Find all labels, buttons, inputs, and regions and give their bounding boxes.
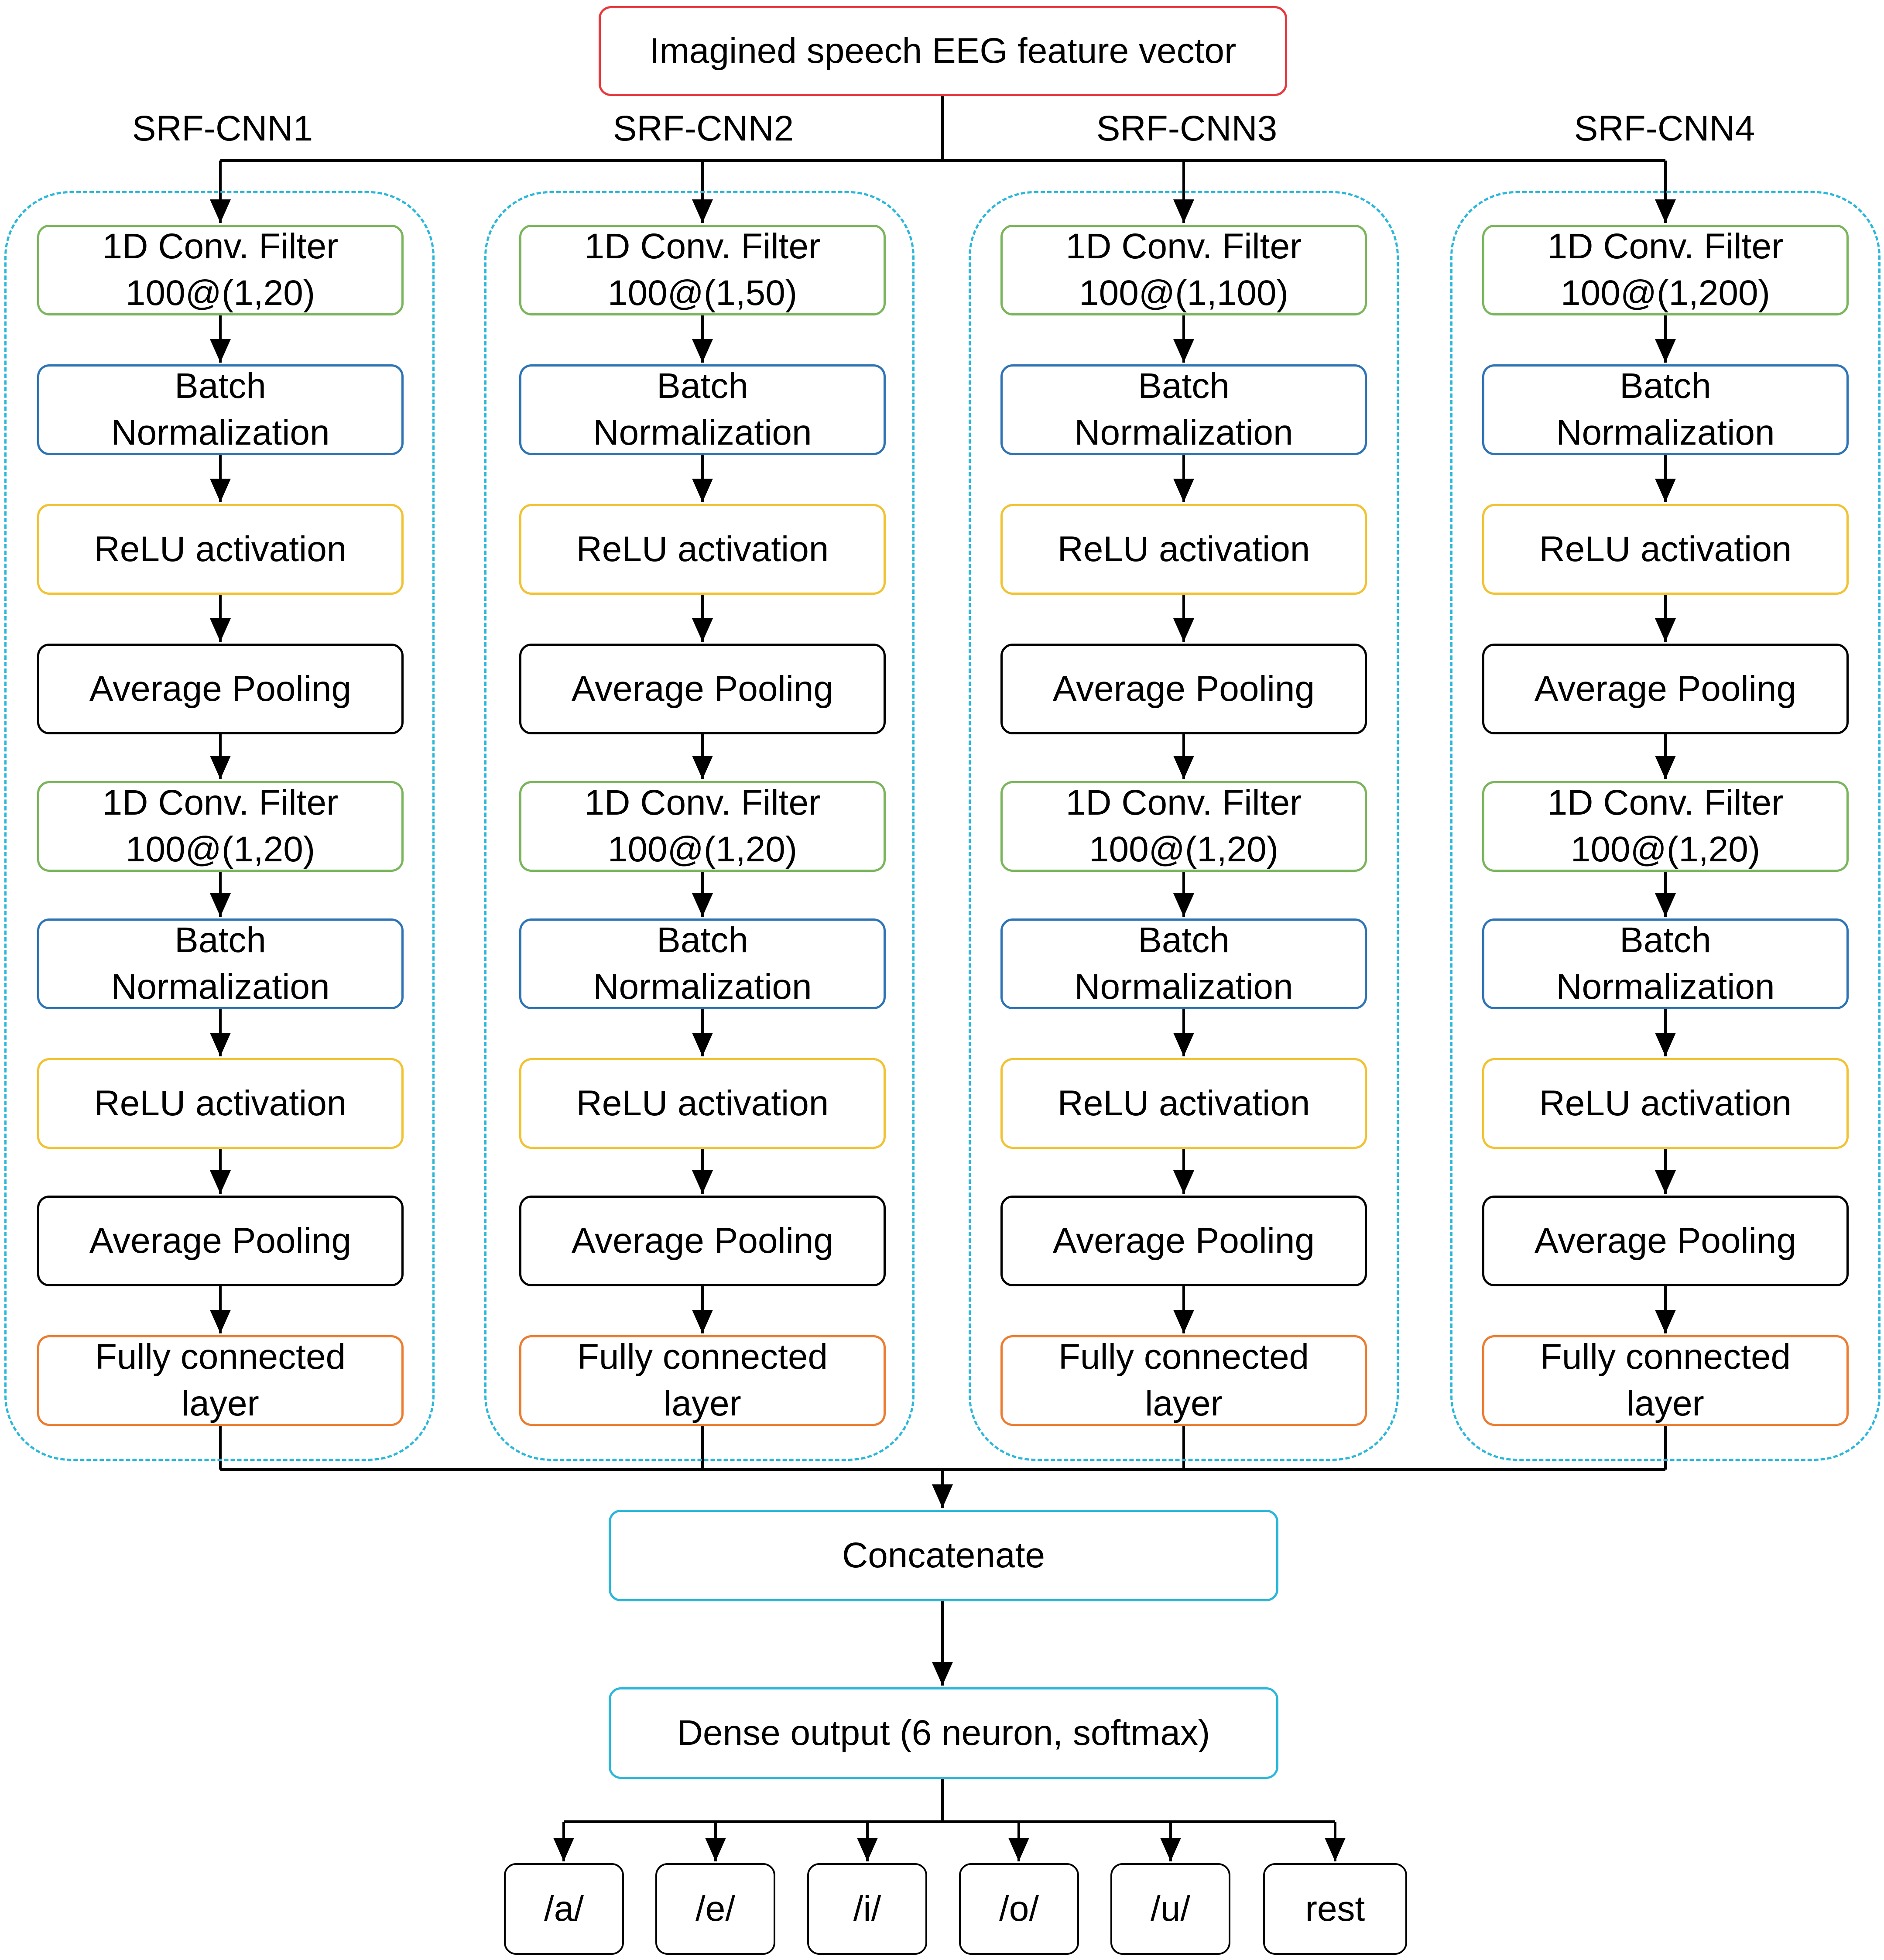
b4-batch-norm-2: Batch Normalization — [1482, 918, 1849, 1009]
b4-conv-filter-2: 1D Conv. Filter 100@(1,20) — [1482, 781, 1849, 872]
branch-title-1: SRF-CNN1 — [132, 109, 313, 148]
b4-batch-norm-1: Batch Normalization — [1482, 364, 1849, 455]
output-a: /a/ — [504, 1863, 624, 1955]
branch-title-2: SRF-CNN2 — [613, 109, 794, 148]
b3-relu-1: ReLU activation — [1000, 504, 1367, 595]
b3-fully-connected: Fully connected layer — [1000, 1335, 1367, 1426]
b2-relu-1: ReLU activation — [519, 504, 886, 595]
b3-avg-pool-2: Average Pooling — [1000, 1196, 1367, 1286]
output-e: /e/ — [655, 1863, 775, 1955]
b4-fully-connected: Fully connected layer — [1482, 1335, 1849, 1426]
b1-relu-2: ReLU activation — [37, 1058, 404, 1149]
input-box: Imagined speech EEG feature vector — [599, 6, 1287, 96]
branch-group-4 — [1450, 191, 1881, 1461]
b1-batch-norm-2: Batch Normalization — [37, 918, 404, 1009]
b1-relu-1: ReLU activation — [37, 504, 404, 595]
branch-title-3: SRF-CNN3 — [1096, 109, 1278, 148]
b3-avg-pool-1: Average Pooling — [1000, 644, 1367, 734]
b3-relu-2: ReLU activation — [1000, 1058, 1367, 1149]
branch-group-1 — [4, 191, 435, 1461]
branch-group-3 — [969, 191, 1399, 1461]
b4-relu-2: ReLU activation — [1482, 1058, 1849, 1149]
branch-group-2 — [484, 191, 915, 1461]
b4-avg-pool-1: Average Pooling — [1482, 644, 1849, 734]
concatenate-box: Concatenate — [609, 1510, 1278, 1601]
b2-avg-pool-1: Average Pooling — [519, 644, 886, 734]
b2-batch-norm-2: Batch Normalization — [519, 918, 886, 1009]
b1-batch-norm-1: Batch Normalization — [37, 364, 404, 455]
b4-relu-1: ReLU activation — [1482, 504, 1849, 595]
b1-conv-filter-1: 1D Conv. Filter 100@(1,20) — [37, 225, 404, 315]
output-rest: rest — [1263, 1863, 1407, 1955]
output-u: /u/ — [1110, 1863, 1230, 1955]
b3-batch-norm-1: Batch Normalization — [1000, 364, 1367, 455]
b3-conv-filter-1: 1D Conv. Filter 100@(1,100) — [1000, 225, 1367, 315]
b2-conv-filter-2: 1D Conv. Filter 100@(1,20) — [519, 781, 886, 872]
b1-fully-connected: Fully connected layer — [37, 1335, 404, 1426]
b2-batch-norm-1: Batch Normalization — [519, 364, 886, 455]
output-i: /i/ — [807, 1863, 927, 1955]
b4-conv-filter-1: 1D Conv. Filter 100@(1,200) — [1482, 225, 1849, 315]
b1-avg-pool-1: Average Pooling — [37, 644, 404, 734]
output-o: /o/ — [959, 1863, 1079, 1955]
b2-fully-connected: Fully connected layer — [519, 1335, 886, 1426]
b2-relu-2: ReLU activation — [519, 1058, 886, 1149]
branch-title-4: SRF-CNN4 — [1574, 109, 1755, 148]
dense-output-box: Dense output (6 neuron, softmax) — [609, 1687, 1278, 1779]
b4-avg-pool-2: Average Pooling — [1482, 1196, 1849, 1286]
b2-conv-filter-1: 1D Conv. Filter 100@(1,50) — [519, 225, 886, 315]
b3-batch-norm-2: Batch Normalization — [1000, 918, 1367, 1009]
b2-avg-pool-2: Average Pooling — [519, 1196, 886, 1286]
input-label: Imagined speech EEG feature vector — [649, 31, 1237, 71]
b3-conv-filter-2: 1D Conv. Filter 100@(1,20) — [1000, 781, 1367, 872]
b1-conv-filter-2: 1D Conv. Filter 100@(1,20) — [37, 781, 404, 872]
b1-avg-pool-2: Average Pooling — [37, 1196, 404, 1286]
